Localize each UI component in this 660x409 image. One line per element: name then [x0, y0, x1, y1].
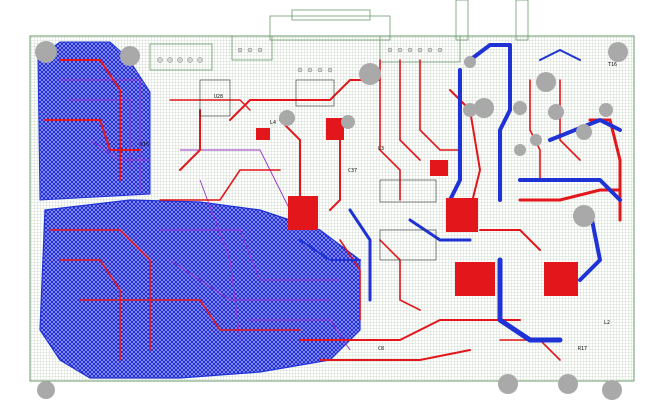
top-connectors [149, 0, 529, 71]
bottom-copper-traces [299, 43, 622, 343]
label-l2: L2 [604, 320, 610, 326]
label-r17: R17 [578, 346, 587, 352]
label-c37: C37 [348, 168, 357, 174]
top-copper-traces [44, 59, 622, 361]
label-u28: U28 [214, 94, 223, 100]
label-l4: L4 [270, 120, 276, 126]
label-l3: L3 [378, 146, 384, 152]
vias [157, 47, 443, 73]
label-c15: C15 [140, 142, 149, 148]
label-c8: C8 [378, 346, 384, 352]
silkscreen-labels: L4 L3 L2 C37 C15 U28 R17 C8 T16 [140, 62, 617, 352]
inner-layer-traces [60, 79, 351, 351]
label-t16: T16 [608, 62, 617, 68]
mounting-holes [35, 41, 628, 400]
large-pads [256, 118, 578, 296]
ic-footprints [199, 79, 437, 261]
